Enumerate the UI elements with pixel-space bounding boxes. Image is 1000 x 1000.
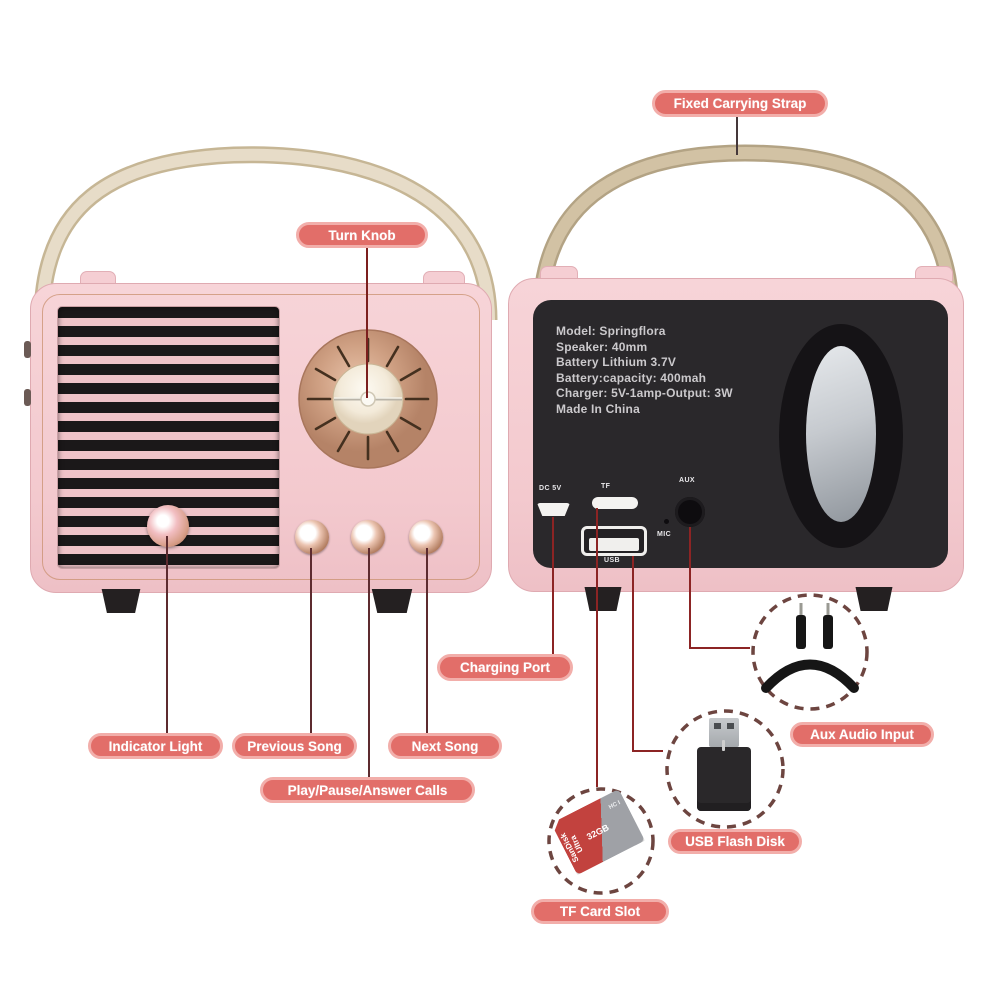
previous-song-button bbox=[295, 520, 329, 554]
usb-flash-drive-icon bbox=[697, 718, 751, 818]
spec-line: Battery Lithium 3.7V bbox=[556, 355, 677, 370]
callout-line-indicator bbox=[166, 536, 168, 734]
mic-hole-icon bbox=[664, 519, 669, 524]
callout-fixed-carrying-strap: Fixed Carrying Strap bbox=[652, 90, 828, 117]
strap-hinge-icon bbox=[24, 389, 31, 406]
callout-line-next bbox=[426, 548, 428, 734]
usb-port-tongue bbox=[589, 538, 639, 551]
callout-play-pause-answer-calls: Play/Pause/Answer Calls bbox=[260, 777, 475, 803]
callout-line-aux bbox=[689, 527, 691, 649]
callout-next-song: Next Song bbox=[388, 733, 502, 759]
back-strap-anchor-right bbox=[915, 266, 953, 281]
knob-tick-marks bbox=[306, 337, 430, 461]
callout-tf-card-slot: TF Card Slot bbox=[531, 899, 669, 924]
callout-line-usb bbox=[632, 750, 663, 752]
spec-line: Battery:capacity: 400mah bbox=[556, 370, 707, 385]
callout-line-charging bbox=[552, 517, 554, 655]
tf-port-label: TF bbox=[601, 483, 611, 490]
sd-capacity-text: 32GB bbox=[585, 822, 611, 842]
spec-line: Charger: 5V-1amp-Output: 3W bbox=[556, 386, 733, 401]
callout-line-strap bbox=[736, 117, 738, 155]
callout-usb-flash-disk: USB Flash Disk bbox=[668, 829, 802, 854]
spec-list: Model: Springflora Speaker: 40mm Battery… bbox=[556, 324, 796, 418]
callout-line-knob bbox=[366, 246, 368, 398]
mic-label: MIC bbox=[657, 531, 672, 538]
strap-hinge-icon bbox=[24, 341, 31, 358]
usb-port-label: USB bbox=[604, 557, 620, 564]
tuning-knob bbox=[298, 329, 438, 469]
front-strap bbox=[36, 148, 495, 321]
speaker-foot bbox=[584, 587, 622, 611]
callout-aux-audio-input: Aux Audio Input bbox=[790, 722, 934, 747]
back-strap bbox=[535, 146, 957, 316]
front-strap-anchor-left bbox=[80, 271, 116, 286]
aux-cable-detail-circle bbox=[751, 593, 869, 711]
callout-line-previous bbox=[310, 548, 312, 734]
speaker-foot bbox=[371, 589, 413, 613]
charging-port bbox=[537, 503, 570, 516]
callout-previous-song: Previous Song bbox=[232, 733, 357, 759]
spec-line: Speaker: 40mm bbox=[556, 339, 648, 354]
sd-type-text: HC I bbox=[608, 800, 622, 811]
front-face-frame bbox=[42, 294, 480, 580]
callout-line-usb bbox=[632, 556, 634, 752]
tf-card-slot bbox=[592, 497, 638, 509]
back-strap-anchor-left bbox=[540, 266, 578, 281]
callout-line-play bbox=[368, 548, 370, 778]
callout-charging-port: Charging Port bbox=[437, 654, 573, 681]
speaker-foot bbox=[855, 587, 893, 611]
callout-indicator-light: Indicator Light bbox=[88, 733, 223, 759]
indicator-light bbox=[147, 505, 189, 547]
aux-jack bbox=[675, 497, 705, 527]
callout-turn-knob: Turn Knob bbox=[296, 222, 428, 248]
bass-window-glass bbox=[806, 346, 876, 522]
front-strap-anchor-right bbox=[423, 271, 465, 286]
aux-cable-icon bbox=[761, 603, 859, 693]
spec-line: Model: Springflora bbox=[556, 324, 666, 338]
callout-line-aux bbox=[689, 647, 750, 649]
speaker-foot bbox=[101, 589, 141, 613]
aux-port-label: AUX bbox=[679, 477, 695, 484]
spec-line: Made In China bbox=[556, 401, 640, 416]
dc-port-label: DC 5V bbox=[539, 485, 562, 492]
callout-line-tf bbox=[596, 508, 598, 787]
